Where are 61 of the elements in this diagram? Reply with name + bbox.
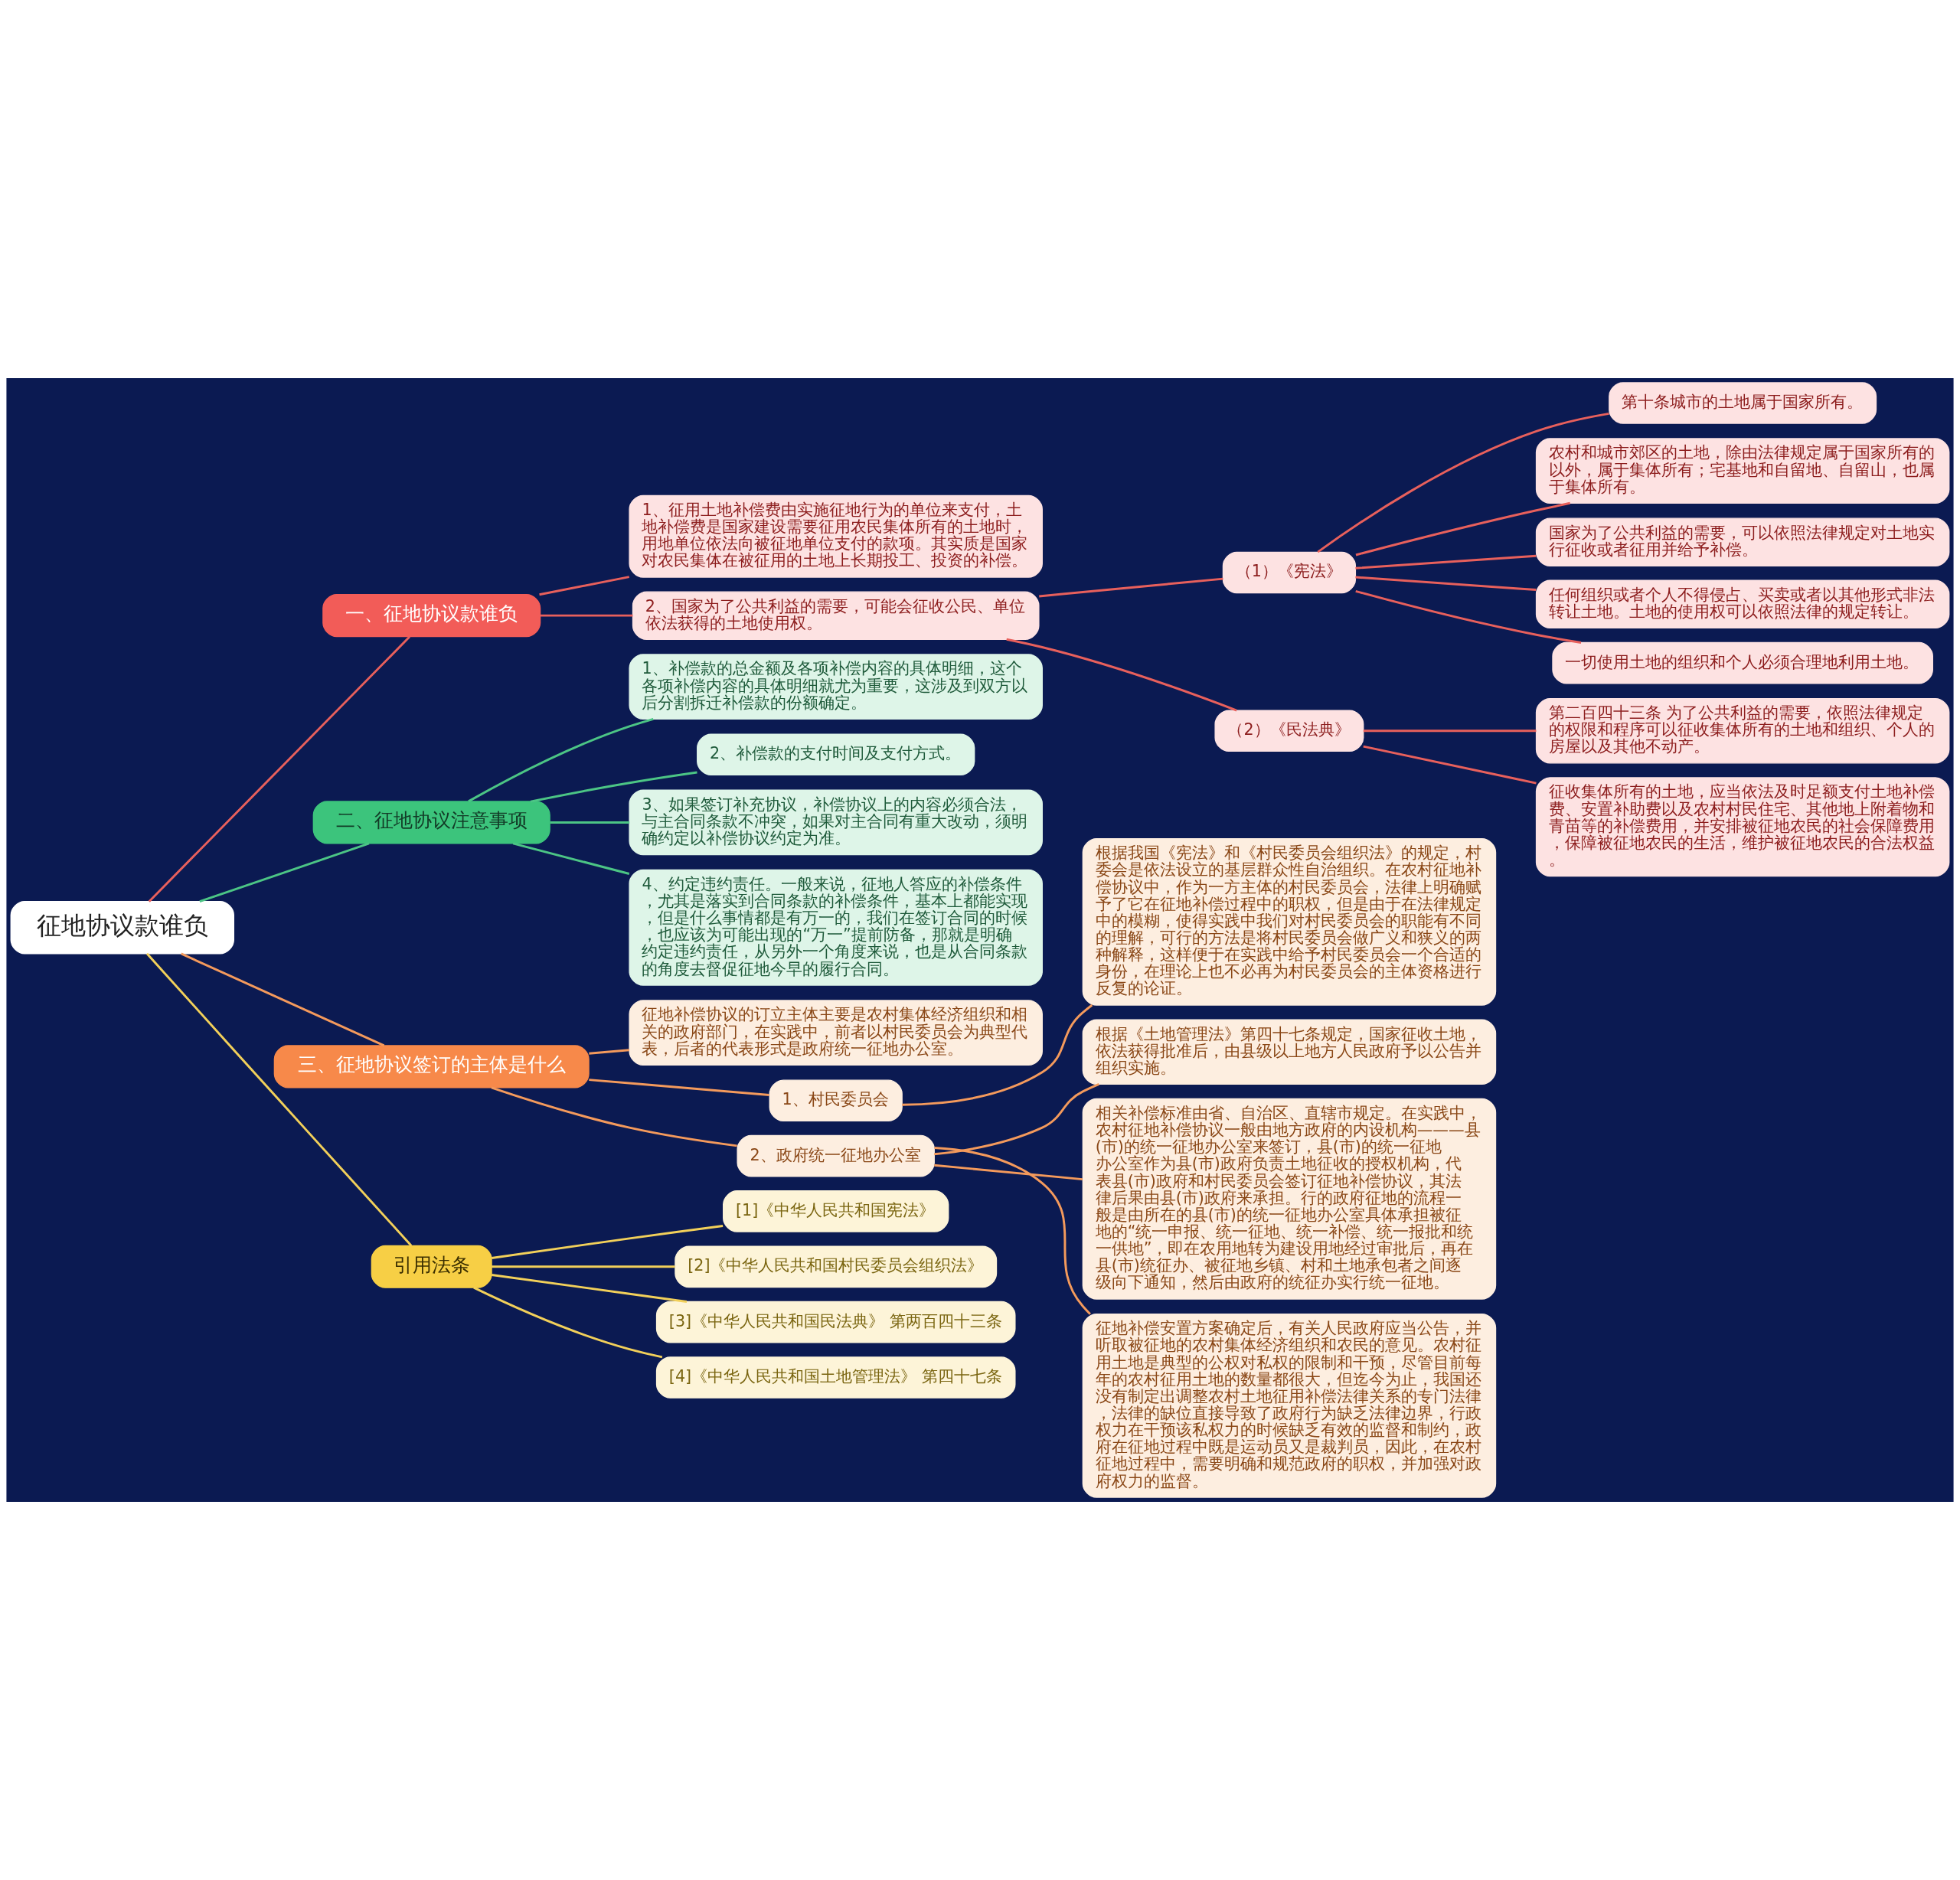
node-box: [4]《中华人民共和国土地管理法》 第四十七条 [655, 1356, 1016, 1399]
node-box: [2]《中华人民共和国村民委员会组织法》 [675, 1245, 998, 1288]
connector [1317, 412, 1609, 553]
connector [145, 952, 413, 1247]
node-box: 1、村民委员会 [769, 1079, 903, 1122]
node-box: 征地补偿协议的订立主体主要是农村集体经济组织和相关的政府部门，在实践中，前者以村民委员会为典型代表，后者的代表形式是政府统一征地办公室。 [629, 1000, 1043, 1066]
connector [589, 1079, 769, 1096]
node-box: [3]《中华人民共和国民法典》 第两百四十三条 [655, 1301, 1016, 1343]
node-box: 相关补偿标准由省、自治区、直辖市规定。在实践中，农村征地补偿协议一般由地方政府的内设机构———县(市)的统一征地办公室来签订，县(市)的统一征地办公室作为县(市)政府负责土地征收的授权机构，代表县(市)政府和村民委员会签订征地补偿协议，其法律后果由县(市)政府来承担。行的政府征地的流程一般是由所在的县(市)的统一征地办公室具体承担被征地的“统一申报、统一征地、统一补偿、统一报批和统一供地”，即在农用地转为建设用地经过审批后，再在县(市)统征办、被征地乡镇、村和土地承包者之间逐级向下通知，然后由政府的统征办实行统一征地。 [1082, 1098, 1497, 1300]
connector [1355, 554, 1537, 570]
connector [1355, 589, 1582, 645]
connector [530, 771, 697, 803]
connector [148, 635, 411, 902]
node-box: 2、政府统一征地办公室 [737, 1134, 935, 1177]
connector [550, 821, 630, 824]
connector [492, 1265, 675, 1268]
connector [492, 1274, 688, 1304]
node-box: 引用法条 [371, 1245, 492, 1288]
node-box: 一、征地协议款谁负 [322, 594, 541, 638]
connector [512, 842, 630, 875]
connector [902, 1004, 1093, 1106]
connector [491, 1086, 737, 1147]
node-box: 征地协议款谁负 [10, 901, 234, 955]
node-box: （2）《民法典》 [1214, 710, 1364, 752]
connector [1363, 729, 1537, 733]
node-box: 征地补偿安置方案确定后，有关人民政府应当公告，并听取被征地的农村集体经济组织和农民的意见。农村征用土地是典型的公权对私权的限制和干预，尽管目前每年的农村征用土地的数量都很大，但迄今为止，我国还没有制定出调整农村土地征用补偿法律关系的专门法律，法律的缺位直接导致了政府行为缺乏法律边界，行政权力在干预该私权力的时候缺乏有效的监督和制约，政府在征地过程中既是运动员又是裁判员，因此，在农村征地过程中，需要明确和规范政府的职权，并加强对政府权力的监督。 [1082, 1314, 1497, 1498]
connector [539, 576, 630, 596]
node-box: （1）《宪法》 [1222, 551, 1357, 594]
node-box: 一切使用土地的组织和个人必须合理地利用土地。 [1552, 641, 1933, 684]
node-box: 4、约定违约责任。一般来说，征地人答应的补偿条件，尤其是落实到合同条款的补偿条件，基本上都能实现，但是什么事情都是有万一的，我们在签订合同的时候，也应该为可能出现的“万一”提前防备，那就是明确约定违约责任，从另外一个角度来说，也是从合同条款的角度去督促征地今早的履行合同。 [629, 869, 1043, 986]
connector [934, 1164, 1083, 1181]
node-box: 2、国家为了公共利益的需要，可能会征收公民、单位依法获得的土地使用权。 [632, 591, 1040, 640]
node-box: 第十条城市的土地属于国家所有。 [1609, 382, 1877, 424]
connector [1355, 501, 1570, 556]
node-box: 二、征地协议注意事项 [312, 801, 550, 844]
node-box: 1、征用土地补偿费由实施征地行为的单位来支付，土地补偿费是国家建设需要征用农民集体所有的土地时，用地单位依法向被征地单位支付的款项。其实质是国家对农民集体在被征用的土地上长期投工、投资的补偿。 [629, 494, 1043, 578]
node-box: 任何组织或者个人不得侵占、买卖或者以其他形式非法转让土地。土地的使用权可以依照法律的规定转让。 [1535, 579, 1950, 629]
node-box: 2、补偿款的支付时间及支付方式。 [697, 733, 975, 776]
connector [540, 614, 633, 617]
node-box: 国家为了公共利益的需要，可以依照法律规定对土地实行征收或者征用并给予补偿。 [1535, 517, 1950, 566]
connector [473, 1286, 663, 1359]
connector [934, 1083, 1099, 1156]
node-box: 3、如果签订补充协议，补偿协议上的内容必须合法，与主合同条款不冲突，如果对主合同有重大改动，须明确约定以补偿协议约定为准。 [629, 789, 1043, 856]
node-box: 三、征地协议签订的主体是什么 [273, 1045, 590, 1089]
node-box: 第二百四十三条 为了公共利益的需要，依照法律规定的权限和程序可以征收集体所有的土地和组织、个人的房屋以及其他不动产。 [1535, 697, 1950, 764]
node-box: 征收集体所有的土地，应当依法及时足额支付土地补偿费、安置补助费以及农村村民住宅、其他地上附着物和青苗等的补偿费用，并安排被征地农民的社会保障费用，保障被征地农民的生活，维护被征地农民的合法权益。 [1535, 777, 1950, 877]
connector [1355, 576, 1537, 591]
node-box: 农村和城市郊区的土地，除由法律规定属于国家所有的以外，属于集体所有；宅基地和自留地、自留山，也属于集体所有。 [1535, 438, 1950, 504]
connector [589, 1049, 630, 1055]
connector [934, 1147, 1091, 1315]
connector [1039, 577, 1223, 598]
connector [1006, 638, 1237, 712]
node-box: 根据我国《宪法》和《村民委员会组织法》的规定，村委会是依法设立的基层群众性自治组织。在农村征地补偿协议中，作为一方主体的村民委员会，法律上明确赋予了它在征地补偿过程中的职权，但是由于在法律规定中的模糊，使得实践中我们对村民委员会的职能有不同的理解，可行的方法是将村民委员会做广义和狭义的两种解释，这样便于在实践中给予村民委员会一个合适的身份，在理论上也不必再为村民委员会的主体资格进行反复的论证。 [1082, 838, 1497, 1006]
connector [181, 952, 385, 1047]
connector [468, 717, 654, 803]
node-box: [1]《中华人民共和国宪法》 [723, 1190, 949, 1232]
node-box: 1、补偿款的总金额及各项补偿内容的具体明细，这个各项补偿内容的具体明细就尤为重要，这涉及到双方以后分割拆迁补偿款的份额确定。 [629, 654, 1043, 720]
connector [491, 1225, 724, 1259]
connector [1363, 745, 1537, 785]
connector [199, 842, 370, 902]
node-box: 根据《土地管理法》第四十七条规定，国家征收土地，依法获得批准后，由县级以上地方人民政府予以公告并组织实施。 [1082, 1019, 1497, 1085]
